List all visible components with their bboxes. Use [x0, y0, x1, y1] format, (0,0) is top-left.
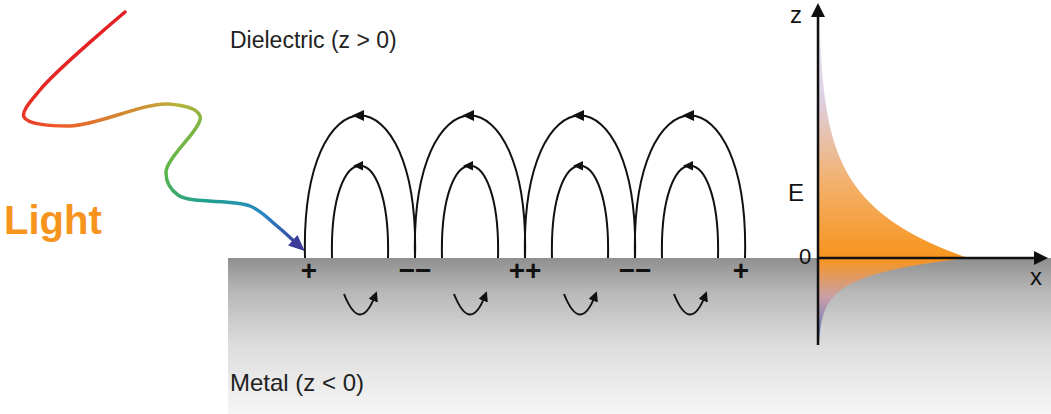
field-arc	[344, 294, 375, 315]
axis-arrowhead	[811, 3, 825, 17]
field-line	[635, 116, 745, 259]
charge-sign: −−	[619, 256, 652, 287]
field-arc	[674, 294, 705, 315]
metal-field-arcs	[344, 294, 705, 315]
charge-sign: ++	[509, 256, 542, 287]
field-arc	[454, 294, 485, 315]
charge-sign: −−	[399, 256, 432, 287]
arrowhead	[572, 110, 584, 121]
field-arrowheads	[352, 110, 694, 171]
field-line	[415, 116, 525, 259]
axes	[818, 14, 1036, 345]
arrowhead	[462, 110, 474, 121]
arrowhead	[353, 161, 363, 171]
field-profile-metal	[818, 258, 968, 340]
field-line	[552, 166, 608, 258]
field-arc	[564, 294, 595, 315]
light-arrowhead	[288, 235, 305, 251]
axis-label: x	[1030, 264, 1042, 290]
arrowhead	[352, 110, 364, 121]
field-line	[332, 166, 388, 258]
field-profile-dielectric	[818, 15, 968, 258]
axis-label: z	[790, 2, 802, 28]
axis-arrowhead	[1034, 251, 1048, 265]
arrowhead	[573, 161, 583, 171]
z-axis	[817, 14, 820, 345]
field-line	[442, 166, 498, 258]
arrowhead	[463, 161, 473, 171]
arrowhead	[683, 161, 693, 171]
field-line	[525, 116, 635, 259]
field-line	[305, 116, 415, 259]
field-line	[662, 166, 718, 258]
charge-sign: +	[733, 256, 749, 287]
light-label: Light	[4, 198, 102, 242]
region-label: Dielectric (z > 0)	[230, 28, 397, 53]
field-lines	[305, 116, 745, 259]
axis-label: 0	[799, 245, 811, 269]
axis-label: E	[788, 180, 804, 206]
x-axis	[818, 257, 1036, 260]
region-label: Metal (z < 0)	[230, 370, 364, 396]
charge-sign: +	[301, 256, 317, 287]
arrowhead	[682, 110, 694, 121]
